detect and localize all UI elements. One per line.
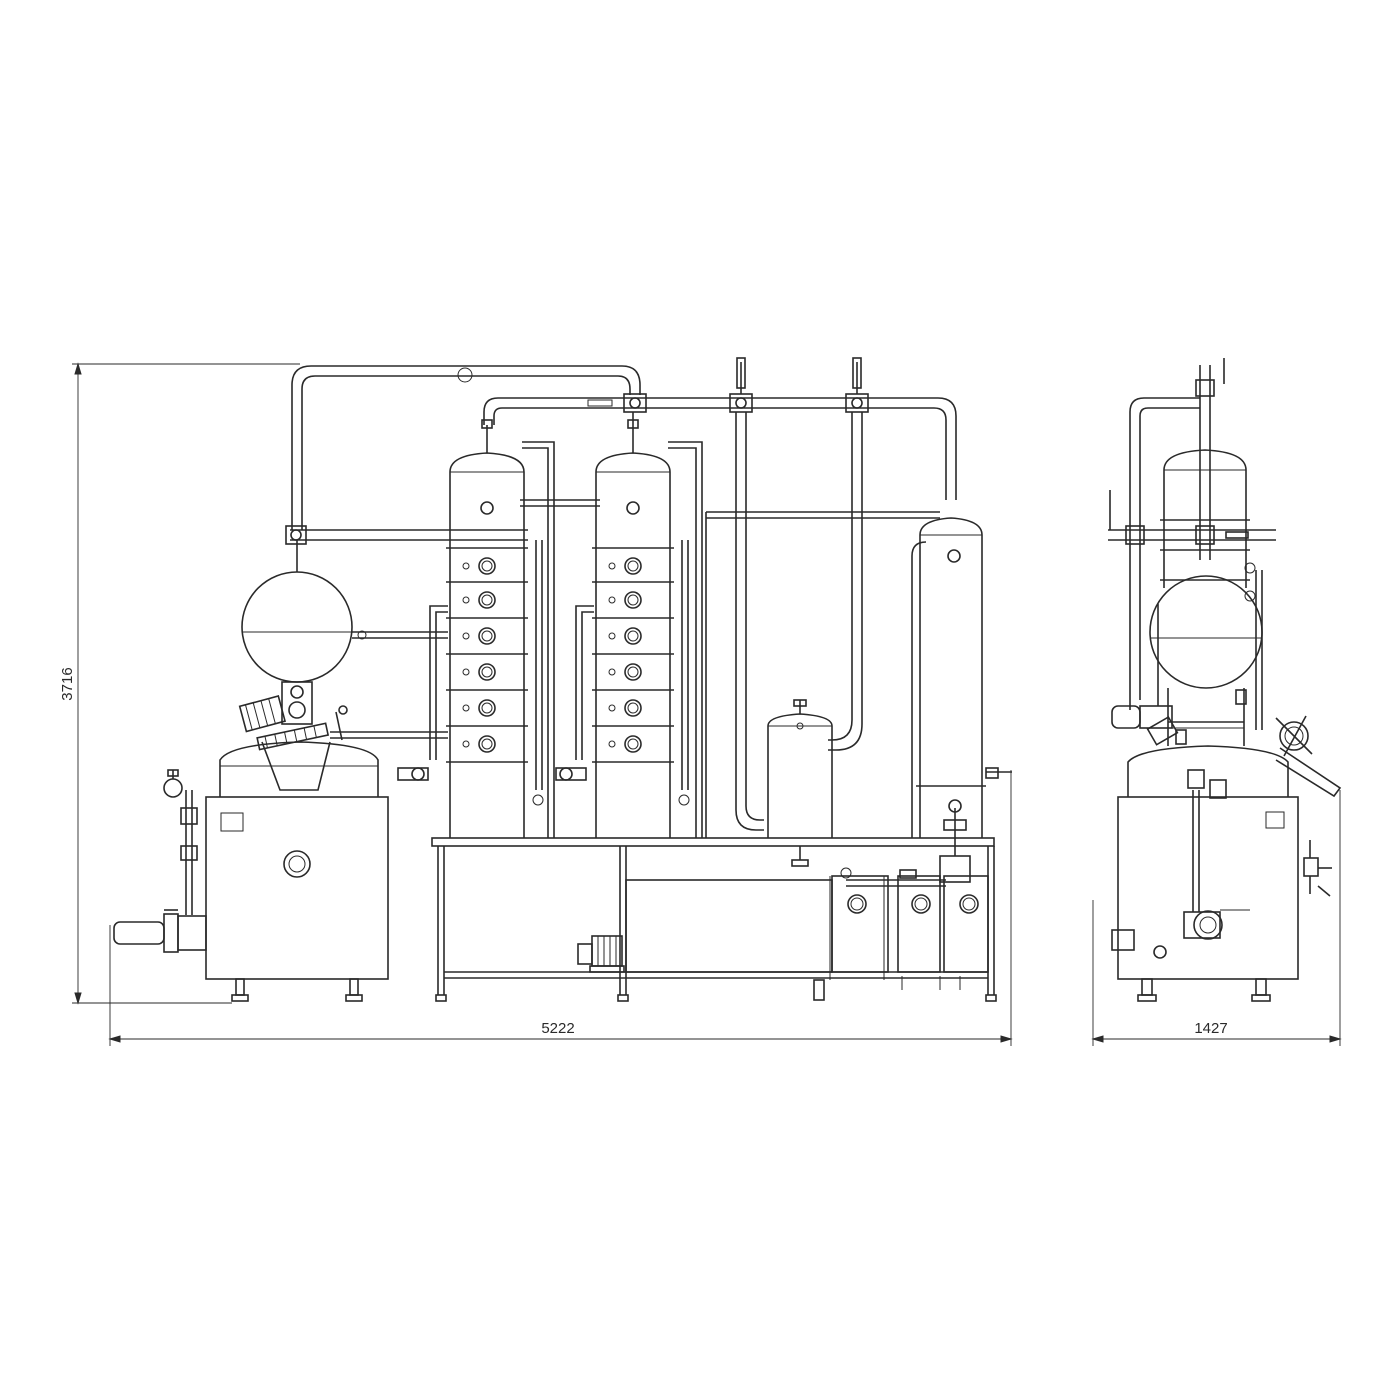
side-view	[1108, 358, 1342, 1002]
vapor-pipe-top	[285, 357, 957, 838]
sphere-helmet	[238, 540, 448, 791]
column-2-sections	[592, 547, 674, 763]
dimension-side-width: 1427	[1091, 790, 1342, 1046]
front-width-dimension-label: 5222	[541, 1020, 574, 1037]
front-view	[113, 357, 1012, 1002]
side-width-dimension-label: 1427	[1194, 1020, 1227, 1037]
height-dimension-label: 3716	[59, 667, 76, 700]
dimension-height: 3716	[59, 362, 300, 1005]
side-column	[1108, 358, 1276, 745]
collection-tank	[767, 699, 833, 838]
side-sphere	[1111, 575, 1263, 746]
boiler-box	[113, 741, 389, 1002]
condenser	[911, 517, 1012, 838]
column-1	[397, 419, 555, 838]
side-boiler-box	[1111, 715, 1342, 1002]
support-frame	[431, 799, 997, 1002]
column-2	[555, 412, 703, 838]
column-1-sections	[446, 547, 528, 763]
dimension-front-width: 5222	[108, 770, 1013, 1046]
